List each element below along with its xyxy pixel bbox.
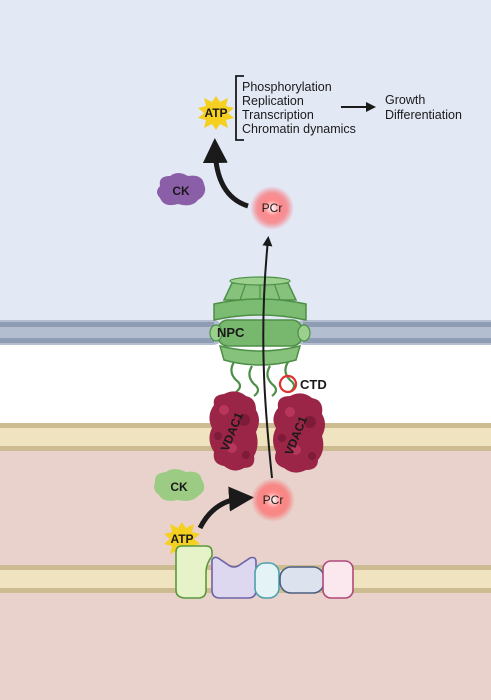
pcr-transport-arrow [262,236,273,479]
ctd-label: CTD [300,377,327,392]
outcome-growth: Growth [385,93,425,107]
nucleus-atp-starburst-icon [198,96,234,130]
nucleus-atp-label: ATP [204,106,227,120]
nucleus-pcr-label: PCr [262,201,283,215]
process-item-chromatin-dynamics: Chromatin dynamics [242,122,356,136]
ctd-ring [278,374,298,394]
nucleus-pcr-glow [250,186,294,230]
transporter-lavender [211,556,257,599]
transporter-cyan [254,562,280,599]
cytoplasm-atp-label: ATP [170,532,193,546]
npc-label: NPC [217,325,245,340]
process-item-transcription: Transcription [242,108,314,122]
process-item-phosphorylation: Phosphorylation [242,80,332,94]
process-bracket [235,75,244,141]
nucleus-ck-label: CK [172,184,190,198]
transporter-slate [279,566,325,594]
process-item-replication: Replication [242,94,304,108]
cytoplasm-ck-arrow [197,486,254,530]
vdac1-right [273,393,325,473]
nucleus-ck-arrow [202,138,249,209]
transporter-green [175,545,213,599]
transporter-pink [322,560,354,599]
cytoplasm-pcr-label: PCr [263,493,284,507]
vdac1-left [209,391,259,471]
nucleus-region [0,0,491,322]
cytoplasm-ck-label: CK [170,480,188,494]
cytoplasm-ck-enzyme [154,469,205,501]
outcome-differentiation: Differentiation [385,108,462,122]
nucleus-ck-enzyme [157,173,206,206]
cytoplasm-pcr-glow [251,478,295,522]
npc-complex [209,276,311,397]
nuclear-envelope [0,320,491,345]
